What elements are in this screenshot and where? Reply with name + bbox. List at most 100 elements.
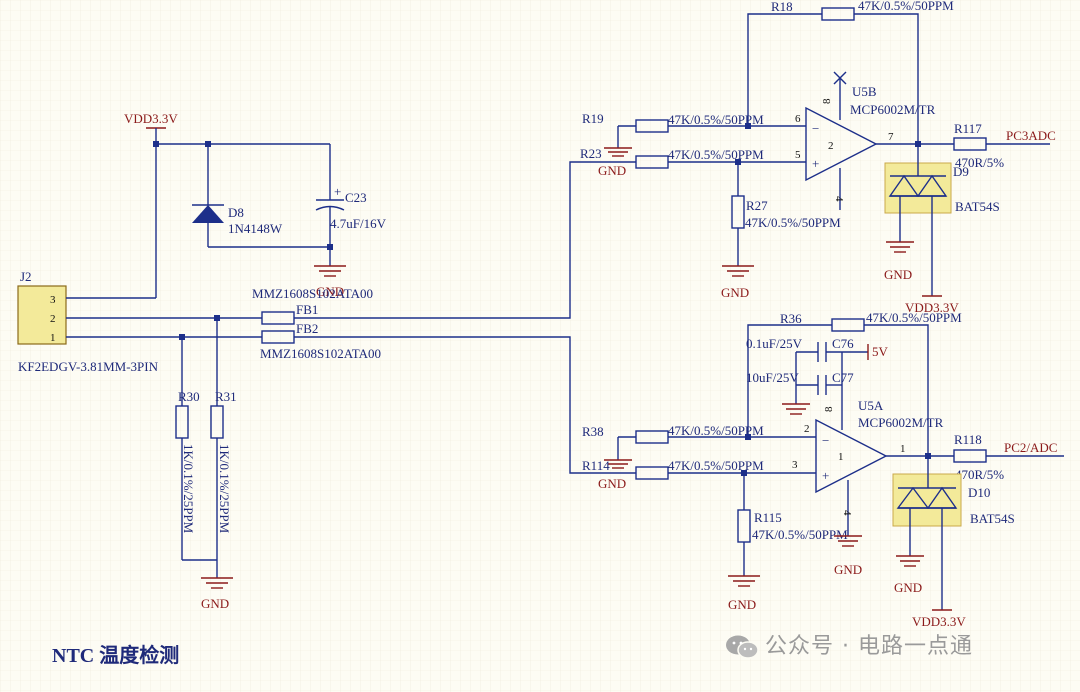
u5a-ref: U5A bbox=[858, 398, 884, 413]
fb1-value: MMZ1608S102ATA00 bbox=[252, 286, 373, 301]
u5b-pin-noninv: 5 bbox=[795, 149, 801, 161]
svg-text:GND: GND bbox=[598, 163, 626, 178]
d8-ref: D8 bbox=[228, 205, 244, 220]
u5b-pin-vpos: 8 bbox=[821, 98, 833, 104]
svg-text:VDD3.3V: VDD3.3V bbox=[905, 300, 959, 315]
j2-pin-3: 3 bbox=[50, 294, 56, 306]
net-pc2adc: PC2/ADC bbox=[1004, 440, 1057, 455]
u5b-plus: + bbox=[812, 156, 819, 171]
resistor-r118[interactable]: R118 470R/5% bbox=[953, 432, 1064, 482]
u5a-pin-vneg: 4 bbox=[841, 510, 853, 516]
resistor-r117[interactable]: R117 470R/5% bbox=[953, 121, 1050, 170]
r118-ref: R118 bbox=[954, 432, 982, 447]
svg-text:GND: GND bbox=[894, 580, 922, 595]
r30-ref: R30 bbox=[178, 389, 200, 404]
sheet-title: NTC 温度检测 bbox=[52, 643, 179, 667]
u5b-value: MCP6002M/TR bbox=[850, 102, 936, 117]
svg-text:VDD3.3V: VDD3.3V bbox=[124, 111, 178, 126]
gnd-symbol-u5a: GND bbox=[834, 535, 862, 577]
r27-value: 47K/0.5%/50PPM bbox=[745, 215, 841, 230]
r19-ref: R19 bbox=[582, 111, 604, 126]
r19-value: 47K/0.5%/50PPM bbox=[668, 112, 764, 127]
wire-fb2-r114 bbox=[294, 336, 636, 474]
svg-text:GND: GND bbox=[201, 596, 229, 611]
c77-value: 10uF/25V bbox=[746, 370, 799, 385]
capacitor-c77[interactable]: 10uF/25V C77 bbox=[746, 370, 854, 395]
u5a-unit: 1 bbox=[838, 451, 844, 463]
resistor-r36[interactable]: R36 47K/0.5%/50PPM bbox=[747, 310, 962, 456]
r118-value: 470R/5% bbox=[955, 467, 1004, 482]
resistor-r27[interactable]: R27 47K/0.5%/50PPM bbox=[731, 162, 841, 266]
u5a-minus: − bbox=[822, 433, 829, 448]
u5a-pin-inv: 2 bbox=[804, 423, 810, 435]
c23-ref: C23 bbox=[345, 190, 367, 205]
svg-text:VDD3.3V: VDD3.3V bbox=[912, 614, 966, 629]
r115-value: 47K/0.5%/50PPM bbox=[752, 527, 848, 542]
resistor-r31[interactable]: R31 1K/0.1%/25PPM bbox=[210, 318, 237, 578]
ferrite-fb2[interactable]: FB2 MMZ1608S102ATA00 bbox=[260, 321, 381, 361]
junction-c23 bbox=[327, 244, 333, 250]
gnd-symbol-c23: GND bbox=[314, 265, 346, 299]
capacitor-c23[interactable]: + C23 4.7uF/16V bbox=[315, 144, 387, 266]
r117-ref: R117 bbox=[954, 121, 982, 136]
resistor-r23[interactable]: R23 47K/0.5%/50PPM bbox=[580, 146, 764, 169]
r31-ref: R31 bbox=[215, 389, 237, 404]
resistor-r38[interactable]: R38 47K/0.5%/50PPM bbox=[582, 423, 764, 444]
r23-value: 47K/0.5%/50PPM bbox=[668, 147, 764, 162]
wechat-icon bbox=[726, 635, 759, 659]
c76-value: 0.1uF/25V bbox=[746, 336, 803, 351]
r30-value: 1K/0.1%/25PPM bbox=[181, 444, 196, 534]
fb1-ref: FB1 bbox=[296, 302, 318, 317]
u5b-minus: − bbox=[812, 121, 819, 136]
r117-value: 470R/5% bbox=[955, 155, 1004, 170]
u5a-pin-vpos: 8 bbox=[823, 406, 835, 412]
diode-d8[interactable]: D8 1N4148W bbox=[192, 144, 330, 248]
gnd-symbol-r30: GND bbox=[201, 577, 233, 611]
resistor-r115[interactable]: R115 47K/0.5%/50PPM bbox=[737, 473, 848, 576]
u5a-plus: + bbox=[822, 468, 829, 483]
opamp-u5b[interactable]: − + 2 6 5 8 4 U5B MCP6002M/TR 7 bbox=[795, 71, 936, 210]
vdd-net-d10: VDD3.3V bbox=[912, 609, 966, 629]
c77-ref: C77 bbox=[832, 370, 854, 385]
u5a-value: MCP6002M/TR bbox=[858, 415, 944, 430]
watermark: 公众号 · 电路一点通 bbox=[725, 628, 973, 660]
net-5v: 5V bbox=[867, 344, 889, 360]
connector-j2[interactable]: J2 3 2 1 KF2EDGV-3.81MM-3PIN bbox=[17, 269, 159, 374]
opamp-u5a[interactable]: − + 1 2 3 8 4 U5A MCP6002M/TR 1 bbox=[792, 398, 944, 536]
resistor-r18[interactable]: R18 47K/0.5%/50PPM bbox=[747, 0, 954, 144]
fb2-value: MMZ1608S102ATA00 bbox=[260, 346, 381, 361]
u5a-pin-noninv: 3 bbox=[792, 459, 798, 471]
svg-text:PC3ADC: PC3ADC bbox=[1006, 128, 1056, 143]
r18-ref: R18 bbox=[771, 0, 793, 14]
resistor-r114[interactable]: R114 47K/0.5%/50PPM bbox=[582, 458, 764, 480]
j2-pin-1: 1 bbox=[50, 332, 56, 344]
c23-polarity: + bbox=[334, 184, 341, 199]
r23-ref: R23 bbox=[580, 146, 602, 161]
d8-value: 1N4148W bbox=[228, 221, 283, 236]
r38-value: 47K/0.5%/50PPM bbox=[668, 423, 764, 438]
svg-text:GND: GND bbox=[728, 597, 756, 612]
diode-d9[interactable]: D9 BAT54S bbox=[884, 144, 1000, 296]
u5b-unit: 2 bbox=[828, 140, 834, 152]
j2-part: KF2EDGV-3.81MM-3PIN bbox=[18, 359, 159, 374]
r36-value: 47K/0.5%/50PPM bbox=[866, 310, 962, 325]
wire-fb1-r23 bbox=[294, 161, 636, 319]
watermark-text: 公众号 · 电路一点通 bbox=[765, 634, 973, 659]
svg-text:GND: GND bbox=[884, 267, 912, 282]
gnd-symbol-r115: GND bbox=[728, 575, 760, 612]
r115-ref: R115 bbox=[754, 510, 782, 525]
resistor-r19[interactable]: R19 47K/0.5%/50PPM bbox=[582, 111, 764, 133]
capacitor-c76[interactable]: 0.1uF/25V C76 bbox=[746, 336, 868, 362]
diode-d10[interactable]: D10 BAT54S bbox=[892, 456, 1015, 610]
svg-text:GND: GND bbox=[721, 285, 749, 300]
c23-value: 4.7uF/16V bbox=[330, 216, 387, 231]
r38-ref: R38 bbox=[582, 424, 604, 439]
r114-value: 47K/0.5%/50PPM bbox=[668, 458, 764, 473]
gnd-symbol-r27: GND bbox=[721, 265, 754, 300]
gnd-symbol-r19: GND bbox=[598, 125, 636, 178]
r18-value: 47K/0.5%/50PPM bbox=[858, 0, 954, 13]
u5b-ref: U5B bbox=[852, 84, 877, 99]
resistor-r30[interactable]: R30 1K/0.1%/25PPM bbox=[175, 337, 200, 560]
